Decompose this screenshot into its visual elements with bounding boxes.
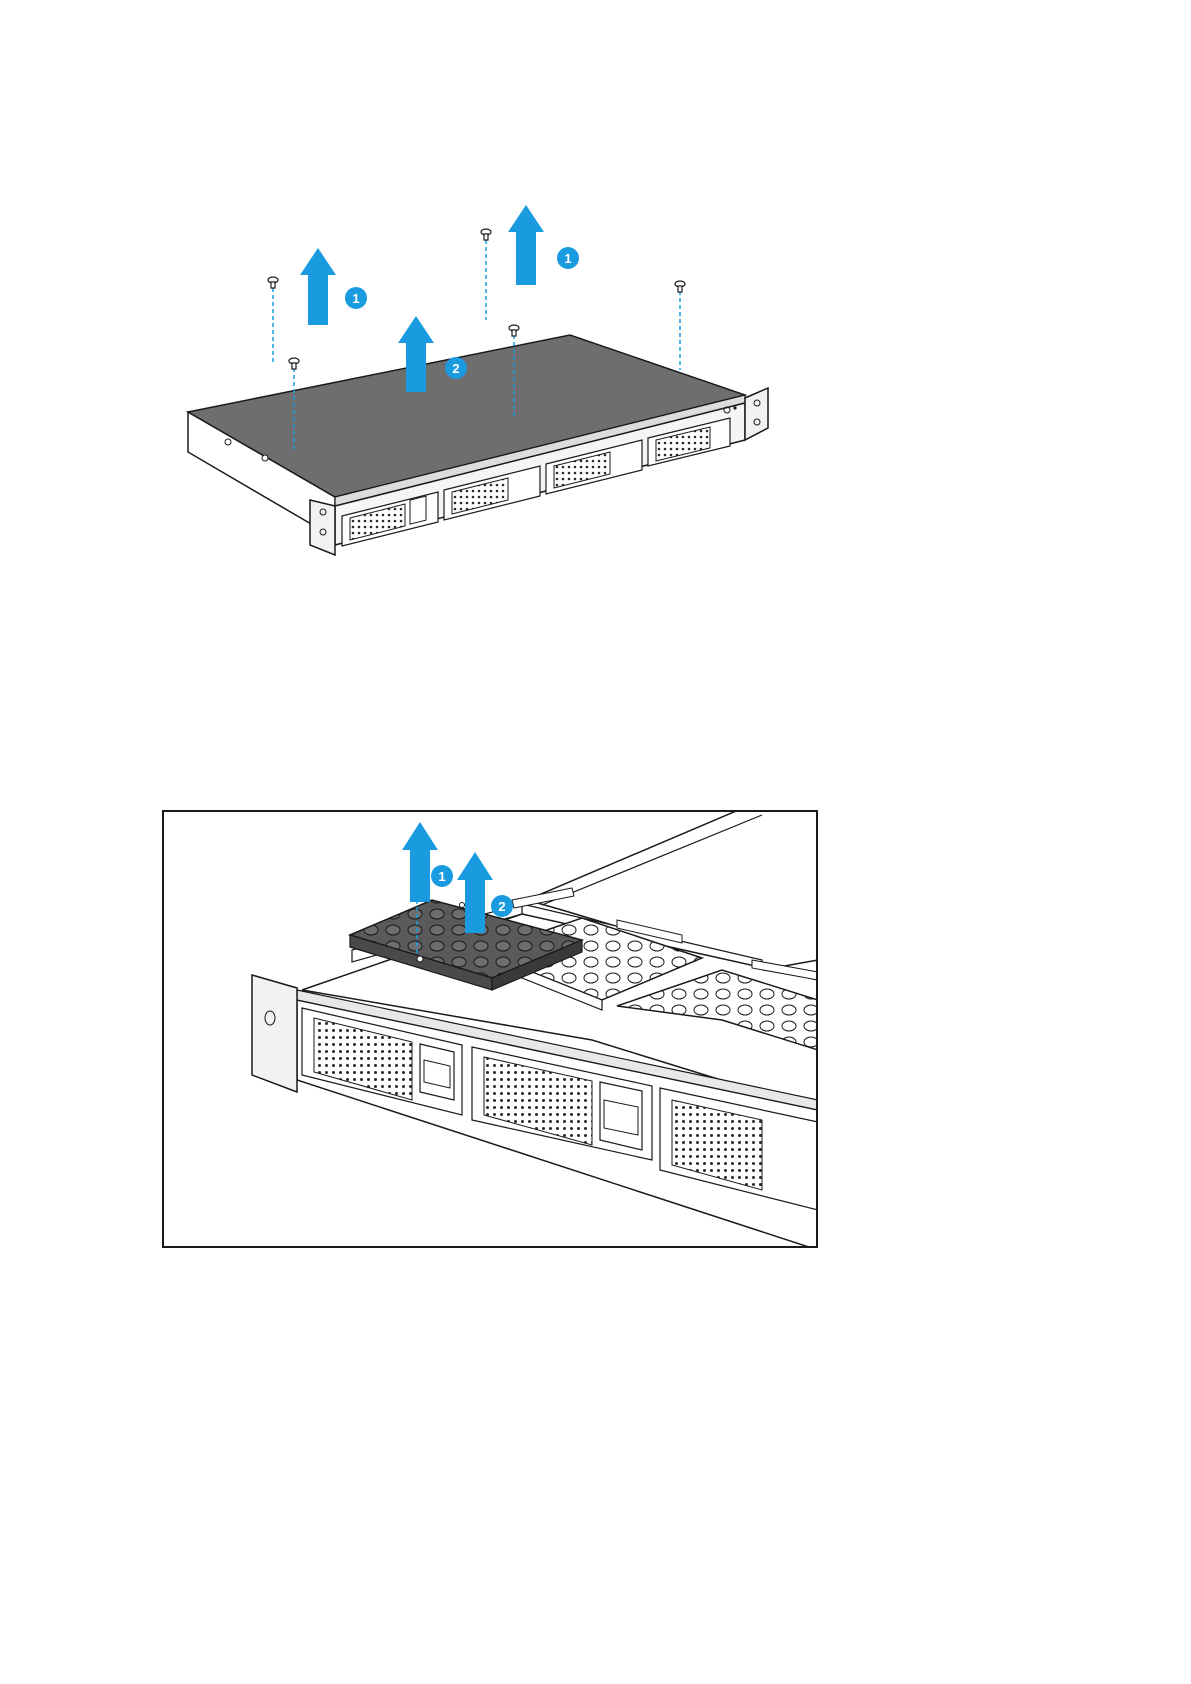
screw-icon xyxy=(289,358,299,369)
step-badge-1: 1 xyxy=(557,247,579,269)
svg-text:1: 1 xyxy=(352,291,359,306)
step-badge-2: 2 xyxy=(445,357,467,379)
up-arrow-icon xyxy=(402,822,438,902)
remove-drive-tray-illustration: 1 2 xyxy=(162,810,820,1250)
svg-text:1: 1 xyxy=(438,869,445,884)
svg-text:2: 2 xyxy=(498,899,505,914)
screw-icon xyxy=(481,229,491,240)
screw-icon xyxy=(268,277,278,288)
screw-icon xyxy=(675,281,685,292)
status-led-icon xyxy=(733,406,736,409)
svg-text:2: 2 xyxy=(452,361,459,376)
step-badge-1: 1 xyxy=(431,865,453,887)
up-arrow-icon xyxy=(508,205,544,285)
step-badge-2: 2 xyxy=(491,895,513,917)
step-badge-1: 1 xyxy=(345,287,367,309)
screw-icon xyxy=(509,325,519,336)
svg-text:1: 1 xyxy=(564,251,571,266)
up-arrow-icon xyxy=(300,248,336,325)
remove-cover-illustration: 1 1 2 xyxy=(170,200,810,580)
